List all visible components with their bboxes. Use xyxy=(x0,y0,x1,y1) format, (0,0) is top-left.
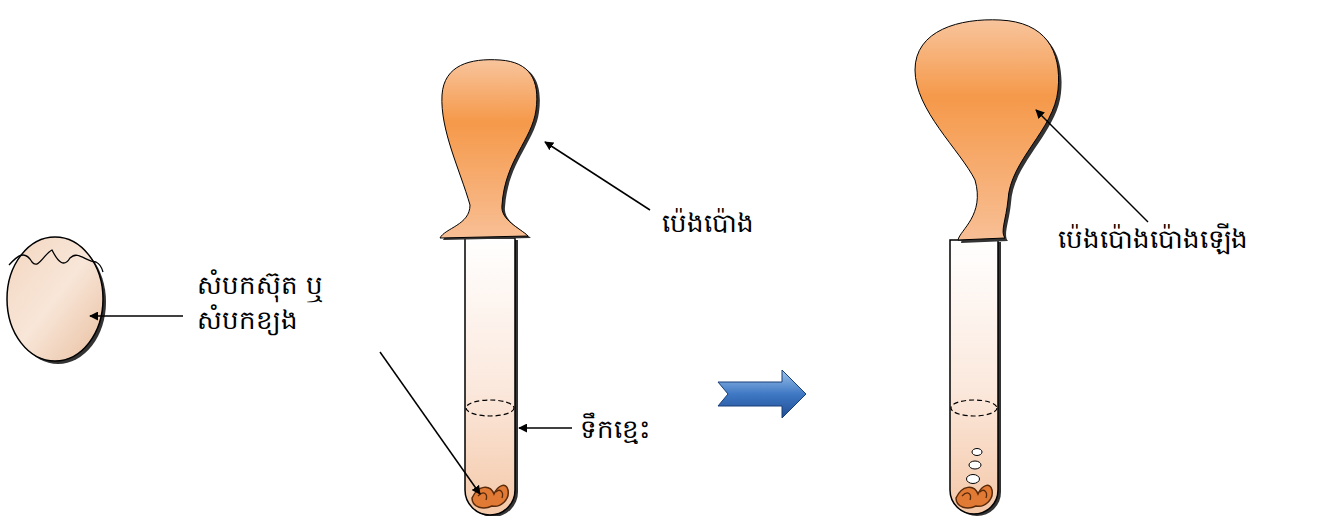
eggshell xyxy=(7,237,106,364)
process-arrow xyxy=(718,370,806,418)
part-label: ប៉េងប៉ោងប៉ោងឡើង xyxy=(1058,222,1248,257)
test-tube xyxy=(950,240,1001,516)
leader-line xyxy=(90,315,183,317)
balloon xyxy=(440,60,540,240)
part-label: ប៉េងប៉ោង xyxy=(662,206,754,241)
leader-line xyxy=(380,352,480,494)
test-tube xyxy=(465,238,518,516)
leader-line xyxy=(545,142,650,210)
inflated-balloon xyxy=(915,20,1062,243)
part-label: សំបកស៊ុត ឬ សំបកខ្យង xyxy=(197,268,375,338)
leader-lines xyxy=(90,110,1148,494)
part-label: ទឹកខ្មេះ xyxy=(580,412,650,447)
leader-line xyxy=(519,427,572,429)
leader-line xyxy=(1036,110,1148,222)
